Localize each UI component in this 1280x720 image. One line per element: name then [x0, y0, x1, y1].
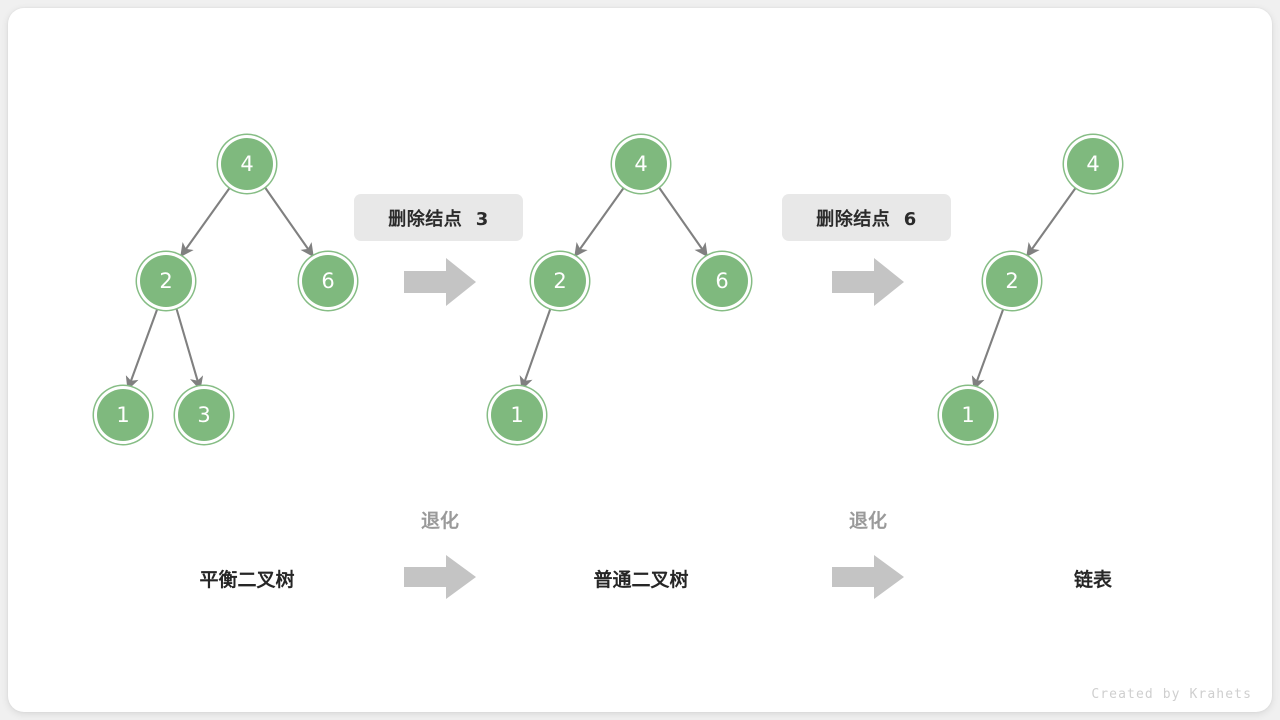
tree-caption-ordinary-binary-tree: 普通二叉树 [593, 569, 689, 591]
tree-node[interactable]: 1 [942, 389, 994, 441]
degenerate-label: 退化 [420, 510, 459, 532]
tree-node[interactable]: 2 [986, 255, 1038, 307]
tree-node[interactable]: 1 [491, 389, 543, 441]
operation-tag-delete-node-6: 删除结点 6 [782, 194, 951, 241]
degenerate-label: 退化 [848, 510, 887, 532]
diagram-card [8, 8, 1272, 712]
credit-text: Created by Krahets [1091, 687, 1252, 702]
tree-node[interactable]: 4 [221, 138, 273, 190]
tree-caption-balanced-binary-tree: 平衡二叉树 [199, 569, 295, 591]
transition-arrow-icon [832, 258, 904, 306]
tree-node[interactable]: 4 [615, 138, 667, 190]
tree-node[interactable]: 2 [534, 255, 586, 307]
transition-arrow-icon [404, 258, 476, 306]
operation-tag-delete-node-3: 删除结点 3 [354, 194, 523, 241]
tree-node[interactable]: 2 [140, 255, 192, 307]
tree-node[interactable]: 6 [696, 255, 748, 307]
tree-node[interactable]: 6 [302, 255, 354, 307]
tree-caption-linked-list: 链表 [1073, 569, 1112, 591]
degenerate-arrow-icon [832, 555, 904, 599]
tree-node[interactable]: 1 [97, 389, 149, 441]
degenerate-arrow-icon [404, 555, 476, 599]
tree-node[interactable]: 3 [178, 389, 230, 441]
tree-node[interactable]: 4 [1067, 138, 1119, 190]
